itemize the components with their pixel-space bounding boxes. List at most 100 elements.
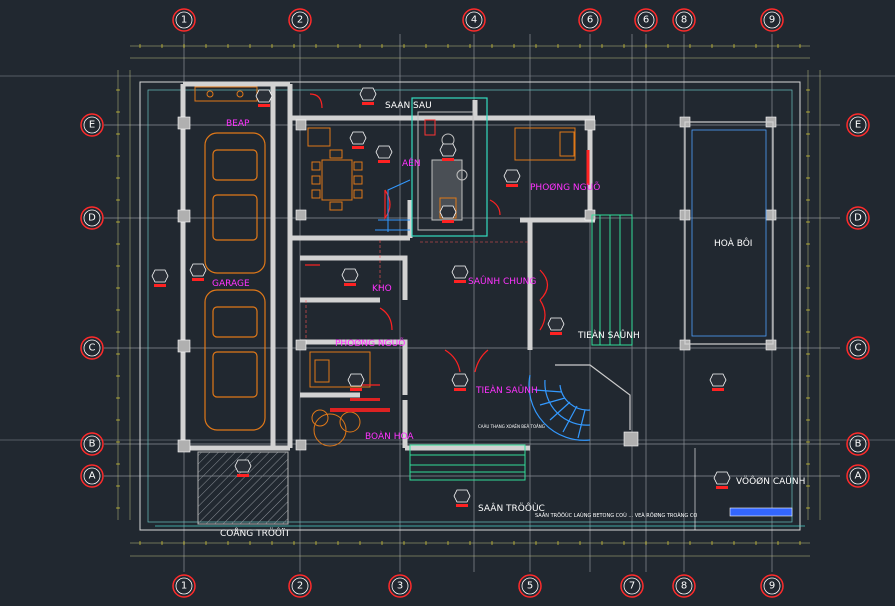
axis-bottom-5-3-label: 5 [527, 581, 533, 592]
axis-bottom-3-2-label: 3 [397, 581, 403, 592]
label-bon-hoa: BOÀN HOA [365, 430, 414, 442]
walls [180, 81, 595, 451]
axis-bottom-9-6-label: 9 [769, 581, 775, 592]
red-plants [330, 398, 390, 412]
front-yard-note: SAÂN TRÖÔÙC LAÙNG BETONG COÙ ... VEÀ RÖØ… [535, 512, 697, 519]
side-steps [591, 214, 633, 346]
label-garage: GARAGE [212, 279, 250, 289]
section-marker-9 [451, 373, 469, 391]
front-steps [409, 444, 526, 481]
axis-left-B-label: B [89, 439, 96, 450]
label-sanh-chung: SAÛNH CHUNG [468, 275, 536, 287]
stair-shaft [411, 97, 488, 237]
axis-top-2-1: 2 [288, 8, 312, 32]
axis-right-C: C [846, 336, 870, 360]
label-san-truoc: SAÂN TRÖÔÙC [478, 502, 545, 514]
axis-right-E-label: E [855, 120, 861, 131]
axis-top-9-6: 9 [760, 8, 784, 32]
section-marker-11 [234, 459, 252, 477]
section-marker-4 [451, 265, 469, 283]
axis-top-6-4-label: 6 [643, 15, 649, 26]
section-marker-1 [349, 131, 367, 149]
section-marker-3 [503, 169, 521, 187]
axis-top-4-2: 4 [462, 8, 486, 32]
axis-top-6-3: 6 [578, 8, 602, 32]
axis-bottom-7-4: 7 [620, 574, 644, 598]
label-vuon-canh: VÖÔØN CAÛNH [736, 475, 805, 487]
axis-left-D: D [80, 206, 104, 230]
axis-left-D-label: D [88, 213, 96, 224]
axis-bottom-8-5-label: 8 [681, 581, 687, 592]
axis-left-A-label: A [89, 471, 96, 482]
garage-cars [204, 132, 266, 431]
label-tien-sanh-1: TIEÀN SAÛNH [577, 329, 640, 341]
axis-bottom-7-4-label: 7 [629, 581, 635, 592]
garden-bench [729, 507, 793, 517]
section-marker-13 [709, 373, 727, 391]
axis-left-C-label: C [89, 343, 96, 354]
swimming-pool [684, 121, 774, 345]
axis-top-9-6-label: 9 [769, 15, 775, 26]
axis-left-A: A [80, 464, 104, 488]
label-cong-truot: COÅNG TRÖÔÏT [220, 527, 291, 539]
kitchen-counter [194, 86, 258, 102]
section-marker-17 [439, 205, 457, 223]
axis-top-4-2-label: 4 [471, 15, 477, 26]
axis-right-B: B [846, 432, 870, 456]
wall-columns [177, 116, 777, 453]
room-labels: BEAP SAAN SAU AÊN PHOØNG NGUÕ HOÀ BÔI GA… [212, 101, 805, 539]
axis-top-1-0: 1 [172, 8, 196, 32]
spiral-staircase [528, 364, 631, 441]
axis-right-E: E [846, 113, 870, 137]
section-marker-14 [713, 471, 731, 489]
axis-top-1-0-label: 1 [181, 15, 187, 26]
axis-right-C-label: C [855, 343, 862, 354]
section-marker-12 [453, 489, 471, 507]
axis-top-8-5: 8 [672, 8, 696, 32]
axis-left-E-label: E [89, 120, 95, 131]
label-an: AÊN [402, 157, 421, 169]
axis-top-6-4: 6 [634, 8, 658, 32]
axis-right-D: D [846, 206, 870, 230]
section-marker-5 [341, 268, 359, 286]
section-markers [151, 87, 731, 507]
axis-bottom-8-5: 8 [672, 574, 696, 598]
stair-note: CAÀU THANG XOAÉN BEÂ TOÂNG [478, 424, 545, 429]
label-san-sau: SAAN SAU [385, 101, 432, 111]
site-boundary [139, 81, 805, 531]
label-tien-sanh-2: TIEÀN SAÛNH [475, 384, 538, 396]
axis-right-A-label: A [855, 471, 862, 482]
section-marker-16 [439, 143, 457, 161]
section-marker-2 [375, 145, 393, 163]
section-marker-10 [347, 373, 365, 391]
axis-top-8-5-label: 8 [681, 15, 687, 26]
interior-stair [375, 179, 411, 232]
section-marker-6 [151, 269, 169, 287]
label-kho: KHO [372, 284, 392, 294]
axis-bottom-1-0: 1 [172, 574, 196, 598]
axis-left-C: C [80, 336, 104, 360]
label-bep: BEAP [226, 119, 250, 129]
dimension-numbers [116, 44, 810, 545]
axis-left-B: B [80, 432, 104, 456]
section-marker-0 [359, 87, 377, 105]
axis-right-D-label: D [854, 213, 862, 224]
axis-bottom-5-3: 5 [518, 574, 542, 598]
section-marker-8 [547, 317, 565, 335]
axis-bottom-3-2: 3 [388, 574, 412, 598]
doors [305, 93, 590, 386]
beam-lines [305, 240, 530, 340]
axis-right-A: A [846, 464, 870, 488]
axis-top-6-3-label: 6 [587, 15, 593, 26]
axis-left-E: E [80, 113, 104, 137]
bedroom-furniture [309, 127, 576, 388]
label-phong-ngu-1: PHOØNG NGUÕ [530, 181, 600, 193]
axis-top-2-1-label: 2 [297, 15, 303, 26]
axis-bottom-9-6: 9 [760, 574, 784, 598]
section-marker-15 [255, 89, 273, 107]
label-ho-boi: HOÀ BÔI [714, 237, 752, 249]
section-marker-7 [189, 263, 207, 281]
axis-bottom-2-1: 2 [288, 574, 312, 598]
